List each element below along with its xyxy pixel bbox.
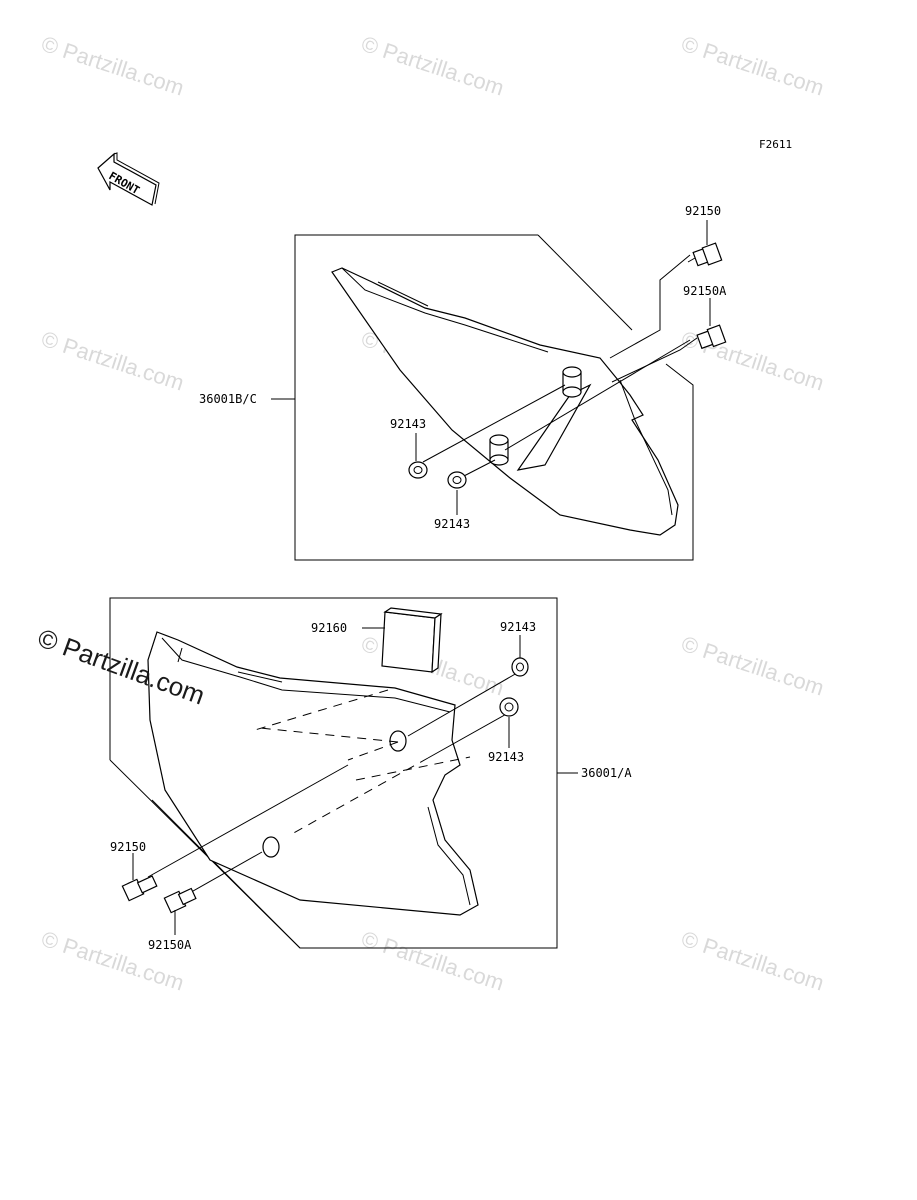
callout-lower-washer-bottom: 92143 xyxy=(488,750,524,764)
upper-mount-boss xyxy=(562,366,582,398)
upper-side-cover xyxy=(331,267,679,536)
callout-emblem: 92160 xyxy=(311,621,347,635)
callout-lower-washer-top: 92143 xyxy=(500,620,536,634)
washer-icon xyxy=(511,657,529,677)
watermark: © Partzilla.com xyxy=(678,31,827,101)
callout-lower-bolt: 92150 xyxy=(110,840,146,854)
upper-mount-boss xyxy=(489,434,509,466)
callout-upper-cover: 36001B/C xyxy=(199,392,257,406)
bolt-icon xyxy=(687,242,723,267)
upper-bracket-frame xyxy=(294,234,694,561)
lower-side-cover xyxy=(147,631,479,916)
watermark: © Partzilla.com xyxy=(38,926,187,996)
emblem-icon xyxy=(381,607,443,674)
watermark: © Partzilla.com xyxy=(358,31,507,101)
callout-upper-washer-left: 92143 xyxy=(390,417,426,431)
callout-upper-bolt-a: 92150A xyxy=(683,284,727,298)
callout-upper-washer-right: 92143 xyxy=(434,517,470,531)
lower-assembly: 92160 92143 92143 36001/A 92150 92150A xyxy=(109,597,632,952)
washer-icon xyxy=(447,471,467,489)
callout-lower-bolt-a: 92150A xyxy=(148,938,192,952)
bolt-icon xyxy=(163,887,197,914)
bolt-icon xyxy=(121,875,158,902)
watermark: © Partzilla.com xyxy=(358,926,507,996)
washer-icon xyxy=(408,461,428,479)
watermark: © Partzilla.com xyxy=(678,631,827,701)
washer-icon xyxy=(499,697,519,717)
bolt-icon xyxy=(696,324,727,350)
figure-code: F2611 xyxy=(759,138,792,151)
watermark: © Partzilla.com xyxy=(38,326,187,396)
upper-assembly: 92150 92150A 36001B/C 92143 92143 xyxy=(199,204,727,561)
callout-upper-bolt: 92150 xyxy=(685,204,721,218)
callout-lower-cover: 36001/A xyxy=(581,766,632,780)
watermark: © Partzilla.com xyxy=(678,926,827,996)
watermark: © Partzilla.com xyxy=(38,31,187,101)
front-arrow-icon: FRONT xyxy=(97,152,160,206)
